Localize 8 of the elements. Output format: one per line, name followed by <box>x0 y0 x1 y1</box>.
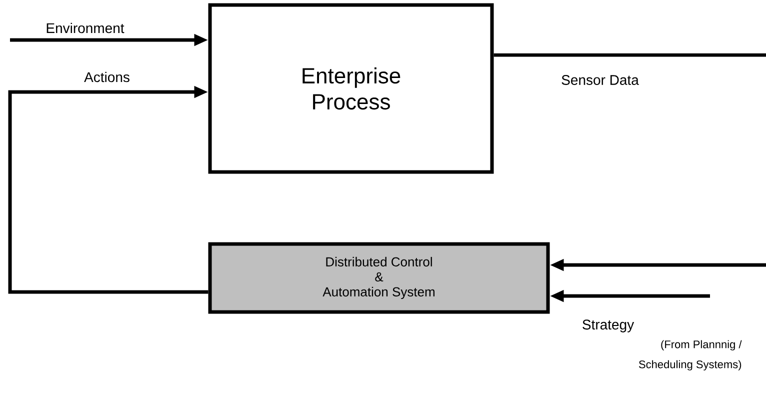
process-box: Enterprise Process <box>208 3 494 174</box>
arrow <box>8 86 208 294</box>
edge-label: Strategy <box>580 318 636 334</box>
edge-label: Sensor Data <box>560 74 640 86</box>
edge-label: Actions <box>83 70 131 84</box>
process-box: Distributed Control & Automation System <box>208 242 550 314</box>
note-text: (From Plannnig / Scheduling Systems) <box>638 340 742 370</box>
edge-label: Environment <box>44 22 126 34</box>
